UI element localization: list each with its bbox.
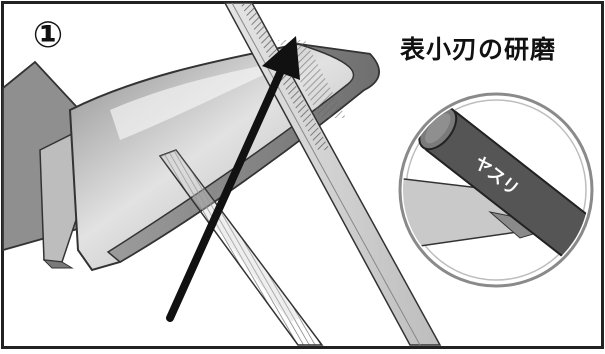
arrow-icon [166, 36, 300, 322]
figure-title: 表小刃の研磨 [400, 35, 557, 64]
step-number: ① [32, 15, 64, 56]
file-tool [223, 2, 442, 346]
small-file-tool [158, 149, 324, 346]
inset-detail: ヤスリ [398, 92, 594, 288]
